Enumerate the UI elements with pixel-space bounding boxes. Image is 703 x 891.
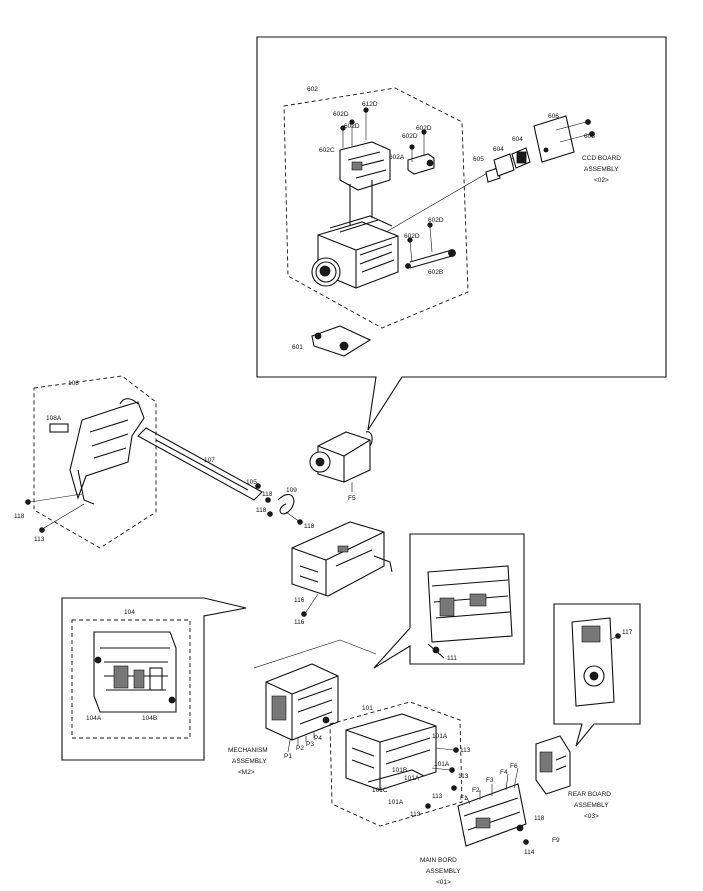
part-label: F1 (460, 795, 468, 802)
part-label: 101A (434, 761, 450, 768)
assembly-label: <02> (594, 177, 609, 184)
part-label: 605 (473, 156, 484, 163)
part-label: 113 (460, 747, 471, 754)
part-label: 101B (392, 767, 407, 774)
part-label: 602B (428, 269, 443, 276)
part-label: F3 (486, 777, 494, 784)
assembly-label: <01> (436, 879, 451, 886)
assembly-label: <M2> (238, 769, 255, 776)
assembly-label: ASSEMBLY (426, 868, 461, 875)
part-label: P4 (314, 735, 322, 742)
part-label: F4 (500, 769, 508, 776)
part-label: 606 (548, 113, 559, 120)
part-label: 602 (307, 86, 318, 93)
part-label: 107 (204, 457, 215, 464)
lens-block-assembly (311, 107, 595, 357)
grip-labels: 108 108A 107 105 118 118 109 118 118 113 (14, 380, 315, 543)
assembly-label: <03> (584, 813, 599, 820)
part-label: 612D (362, 101, 378, 108)
part-label: 111 (447, 655, 457, 662)
part-label: F9 (552, 837, 560, 844)
part-label: 604 (512, 136, 523, 143)
part-label: 113 (458, 773, 469, 780)
lens-unit-center: F5 (309, 431, 373, 502)
part-label: P2 (296, 745, 304, 752)
part-label: 602A (389, 154, 405, 161)
part-label: 101A (404, 775, 420, 782)
main-frame-assembly: 101 101A 101A 101A 101A 101B 101C 113 11… (329, 701, 471, 827)
part-label: 113 (432, 793, 443, 800)
part-label: 602D (428, 217, 444, 224)
part-label: 602D (416, 125, 432, 132)
rear-board-callout-box: 117 (553, 603, 641, 747)
part-label: 101 (362, 705, 373, 712)
part-label: P1 (284, 753, 292, 760)
assembly-label: MECHANISM (228, 747, 268, 754)
part-label: 116 (294, 597, 305, 604)
part-label: 118 (534, 815, 545, 822)
part-label: 114 (524, 849, 535, 856)
part-label: 101A (388, 799, 404, 806)
board-callout-box: 111 (373, 533, 525, 669)
part-label: F2 (472, 787, 480, 794)
part-label: P3 (306, 741, 314, 748)
part-label: 118 (304, 523, 315, 530)
part-label: 602D (333, 111, 349, 118)
part-label: 113 (410, 811, 421, 818)
part-label: 602D (344, 123, 360, 130)
lens-callout-labels: 602 612D 602D 602D 602D 602C 602D 602A 6… (292, 86, 621, 351)
assembly-label: REAR BOARD (568, 791, 611, 798)
chassis-frame: 116 116 (291, 521, 393, 626)
part-label: F6 (510, 763, 518, 770)
assembly-label: ASSEMBLY (574, 802, 609, 809)
part-label: 602D (404, 233, 420, 240)
part-label: 604 (493, 146, 504, 153)
rear-board-assembly: REAR BOARD ASSEMBLY <03> (535, 735, 611, 820)
part-label: 104A (86, 715, 102, 722)
part-label: 101A (432, 733, 448, 740)
assembly-label: ASSEMBLY (584, 166, 619, 173)
part-label: 113 (34, 536, 45, 543)
part-label: 105 (246, 479, 257, 486)
mechanism-callout-box: 104 104A 104B (61, 597, 247, 761)
part-label: F5 (348, 495, 356, 502)
assembly-label: ASSEMBLY (232, 758, 267, 765)
grip-assembly (25, 375, 303, 549)
part-label: 104B (142, 715, 157, 722)
part-label: 108A (46, 415, 62, 422)
part-label: 602D (402, 133, 418, 140)
part-label: 608 (584, 133, 595, 140)
part-label: 108 (68, 380, 79, 387)
part-label: 601 (292, 344, 303, 351)
part-label: 118 (256, 507, 267, 514)
assembly-label: MAIN BORD (420, 857, 457, 864)
part-label: 101C (372, 787, 388, 794)
main-board-assembly: F1 F2 F3 F4 F6 118 114 F9 MAIN BORD ASSE… (420, 763, 560, 886)
part-label: 602C (319, 147, 335, 154)
part-label: 109 (286, 487, 297, 494)
assembly-label: CCD BOARD (582, 155, 621, 162)
part-label: 118 (14, 513, 25, 520)
part-label: 118 (262, 491, 273, 498)
part-label: 116 (294, 619, 305, 626)
lens-callout-box (256, 36, 667, 431)
part-label: 104 (124, 609, 135, 616)
mechanism-assembly: P1 P2 P3 P4 MECHANISM ASSEMBLY <M2> (228, 639, 377, 776)
part-label: 117 (622, 629, 633, 636)
